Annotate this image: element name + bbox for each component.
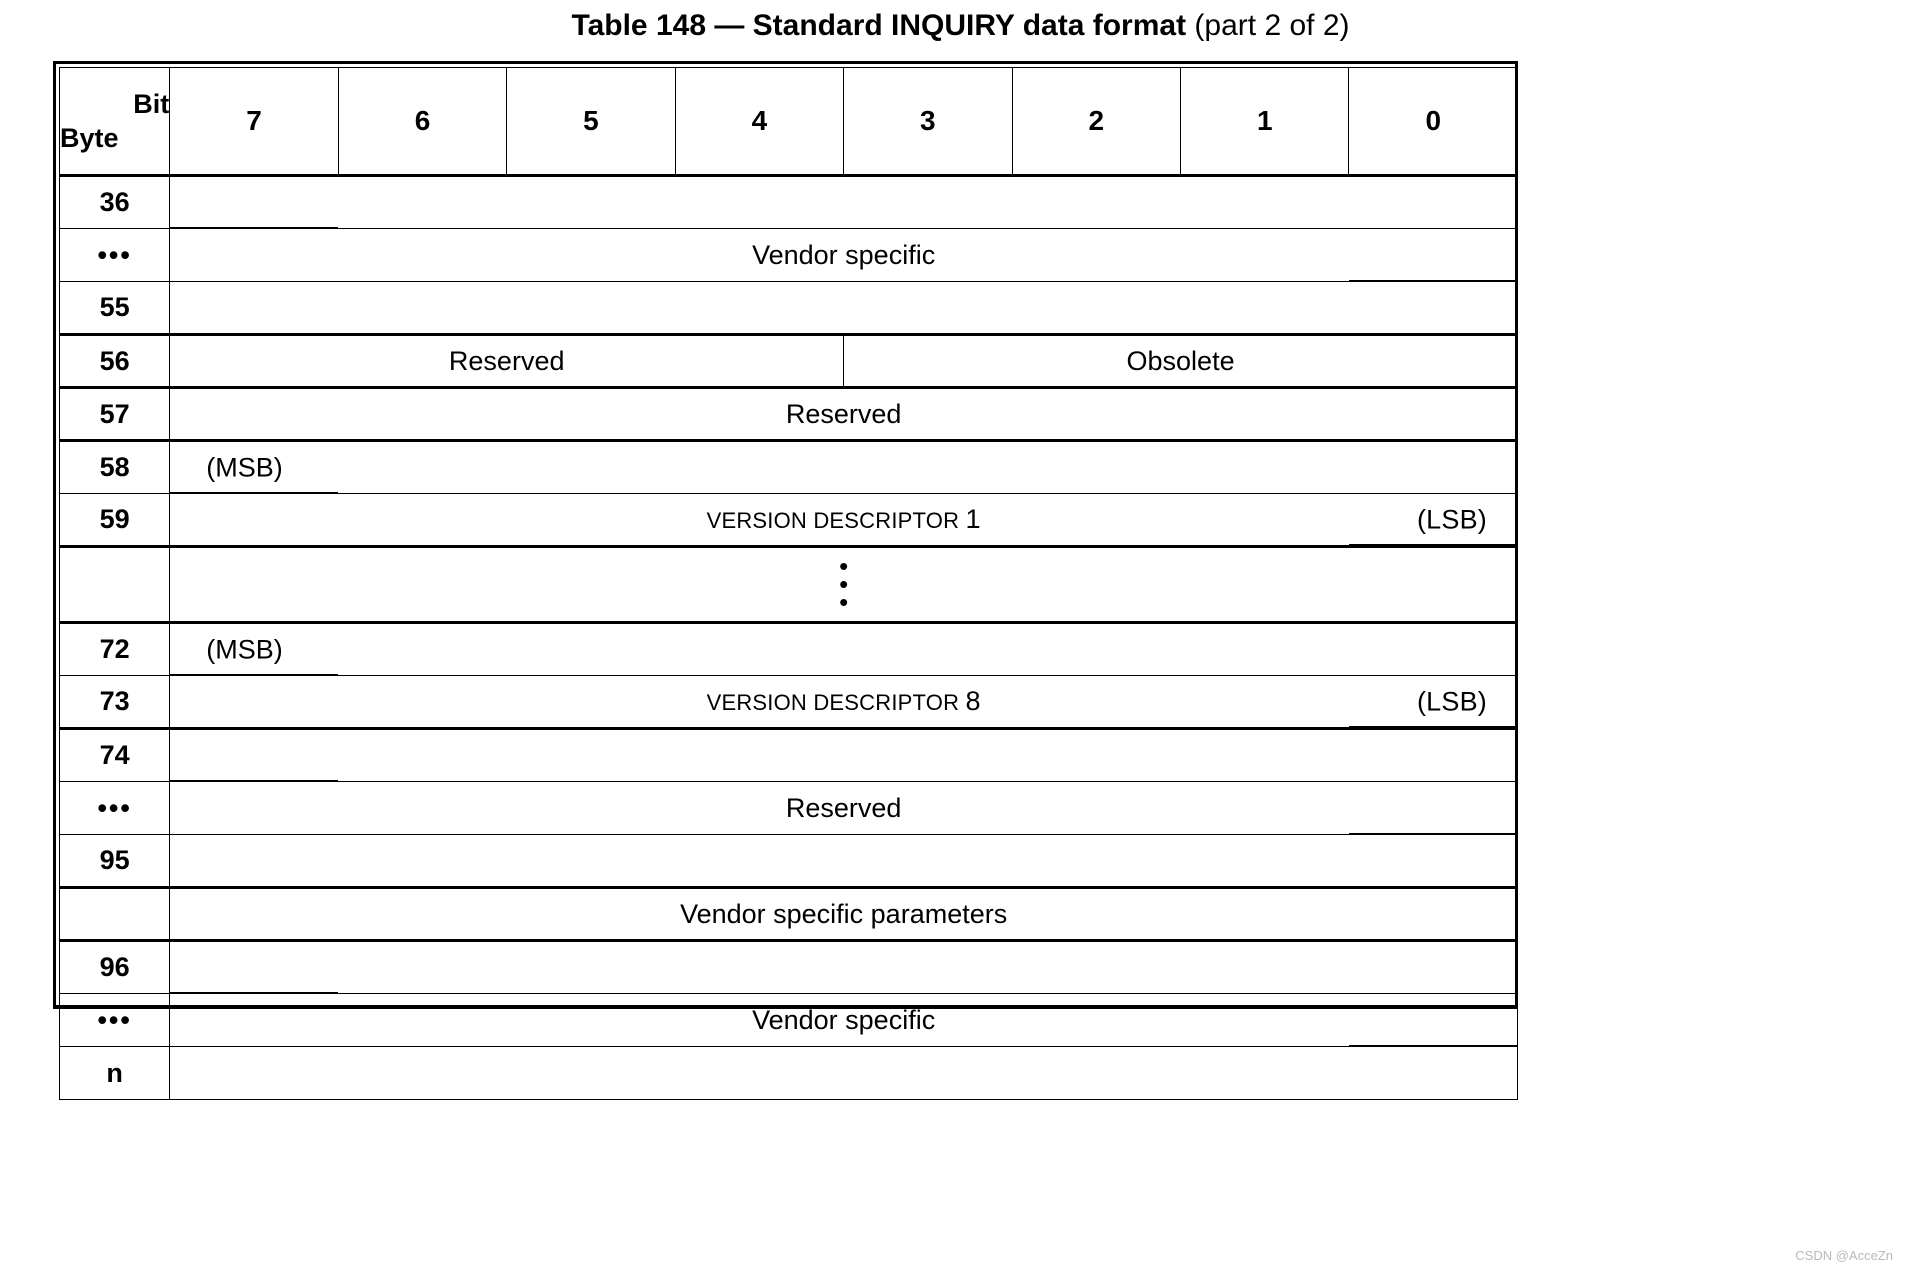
byte-number-n: n xyxy=(58,1046,171,1100)
table-row: Vendor specific parameters xyxy=(58,887,1518,942)
continuation-rule-right xyxy=(1349,544,1517,546)
table-row: 73 VERSION DESCRIPTOR 8 (LSB) xyxy=(58,675,1518,730)
vd8-msb-label: (MSB) xyxy=(206,634,283,664)
table-row: 95 xyxy=(58,834,1518,889)
table-row: 58 (MSB) xyxy=(58,440,1518,494)
table-header-row: Bit Byte 7 6 5 4 3 2 1 0 xyxy=(58,67,1518,177)
header-bit-2: 2 xyxy=(1011,67,1182,177)
vendor-specific-1-top-cell xyxy=(169,174,1518,229)
vendor-specific-2-top-cell xyxy=(169,940,1518,994)
table-row: 57 Reserved xyxy=(58,387,1518,442)
byte-number-blank xyxy=(58,546,171,624)
vd8-lsb-label: (LSB) xyxy=(1416,686,1487,716)
vd1-label-number: 1 xyxy=(965,504,981,534)
byte-number-73: 73 xyxy=(58,675,171,730)
byte-number-74: 74 xyxy=(58,728,171,782)
byte-ellipsis-74-95: ••• xyxy=(58,781,171,835)
table-row: ••• Vendor specific xyxy=(58,228,1518,282)
vendor-specific-1-bottom-cell xyxy=(169,281,1518,336)
table-row: 36 xyxy=(58,174,1518,229)
vd8-label-cell: VERSION DESCRIPTOR 8 (LSB) xyxy=(169,675,1518,730)
byte-ellipsis-96-n: ••• xyxy=(58,993,171,1047)
reserved-block-top-cell xyxy=(169,728,1518,782)
byte-number-57: 57 xyxy=(58,387,171,442)
watermark: CSDN @AcceZn xyxy=(1795,1248,1893,1263)
table-row: ••• Vendor specific xyxy=(58,993,1518,1047)
vd8-label-number: 8 xyxy=(965,686,981,716)
reserved-block-bottom-cell xyxy=(169,834,1518,889)
header-bit-7: 7 xyxy=(169,67,339,177)
table-row: 59 VERSION DESCRIPTOR 1 (LSB) xyxy=(58,493,1518,548)
vendor-specific-parameters-cell: Vendor specific parameters xyxy=(169,887,1518,942)
vd8-label-text: VERSION DESCRIPTOR xyxy=(706,690,966,715)
inquiry-data-format-table: Bit Byte 7 6 5 4 3 2 1 0 36 ••• xyxy=(58,67,1518,1100)
vertical-ellipsis-dot: • xyxy=(839,568,849,599)
vertical-ellipsis-dot: • xyxy=(839,586,849,617)
vd8-msb-cell: (MSB) xyxy=(169,622,1518,676)
byte-57-reserved-cell: Reserved xyxy=(169,387,1518,442)
table-row: n xyxy=(58,1046,1518,1100)
header-bit-6: 6 xyxy=(337,67,508,177)
vendor-specific-2-bottom-cell xyxy=(169,1046,1518,1100)
byte-number-59: 59 xyxy=(58,493,171,548)
vendor-specific-2-label-cell: Vendor specific xyxy=(169,993,1518,1047)
page-title: Table 148 — Standard INQUIRY data format… xyxy=(0,8,1921,44)
byte-number-56: 56 xyxy=(58,334,171,389)
header-bit-3: 3 xyxy=(843,67,1013,177)
table-row: 72 (MSB) xyxy=(58,622,1518,676)
byte-number-58: 58 xyxy=(58,440,171,494)
vertical-ellipsis-dot: • xyxy=(839,550,849,581)
header-bit-label: Bit xyxy=(133,89,170,119)
byte-56-reserved-cell: Reserved xyxy=(169,334,845,389)
table-row: 55 xyxy=(58,281,1518,336)
byte-number-36: 36 xyxy=(58,174,171,229)
byte-56-obsolete-cell: Obsolete xyxy=(843,334,1518,389)
vd1-msb-cell: (MSB) xyxy=(169,440,1518,494)
vd1-label-cell: VERSION DESCRIPTOR 1 (LSB) xyxy=(169,493,1518,548)
header-bit-5: 5 xyxy=(506,67,676,177)
header-byte-label: Byte xyxy=(60,123,119,153)
reserved-block-label: Reserved xyxy=(785,792,902,823)
title-bold-part: Table 148 — Standard INQUIRY data format xyxy=(571,9,1187,42)
vd1-msb-label: (MSB) xyxy=(206,452,283,482)
vendor-specific-2-label: Vendor specific xyxy=(752,1004,936,1035)
vd1-label-text: VERSION DESCRIPTOR xyxy=(706,508,966,533)
title-regular-part: (part 2 of 2) xyxy=(1194,9,1350,42)
byte-number-55: 55 xyxy=(58,281,171,336)
table-row: ••• Reserved xyxy=(58,781,1518,835)
header-corner-cell: Bit Byte xyxy=(58,67,171,177)
byte-number-blank-params xyxy=(58,887,171,942)
byte-number-72: 72 xyxy=(58,622,171,676)
vendor-specific-1-label: Vendor specific xyxy=(752,239,936,270)
header-bit-1: 1 xyxy=(1180,67,1350,177)
vertical-ellipsis-cell: • • • xyxy=(169,546,1518,624)
table-row: 96 xyxy=(58,940,1518,994)
continuation-rule-right xyxy=(1349,726,1517,728)
vd1-lsb-label: (LSB) xyxy=(1416,504,1487,534)
table-row-vertical-ellipsis: • • • xyxy=(58,546,1518,624)
vendor-specific-1-label-cell: Vendor specific xyxy=(169,228,1518,282)
inquiry-data-format-table-frame: Bit Byte 7 6 5 4 3 2 1 0 36 ••• xyxy=(53,61,1518,1100)
table-row: 74 xyxy=(58,728,1518,782)
reserved-block-label-cell: Reserved xyxy=(169,781,1518,835)
byte-ellipsis-36-55: ••• xyxy=(58,228,171,282)
byte-number-95: 95 xyxy=(58,834,171,889)
byte-number-96: 96 xyxy=(58,940,171,994)
table-row: 56 Reserved Obsolete xyxy=(58,334,1518,389)
header-bit-4: 4 xyxy=(674,67,845,177)
header-bit-0: 0 xyxy=(1348,67,1518,177)
